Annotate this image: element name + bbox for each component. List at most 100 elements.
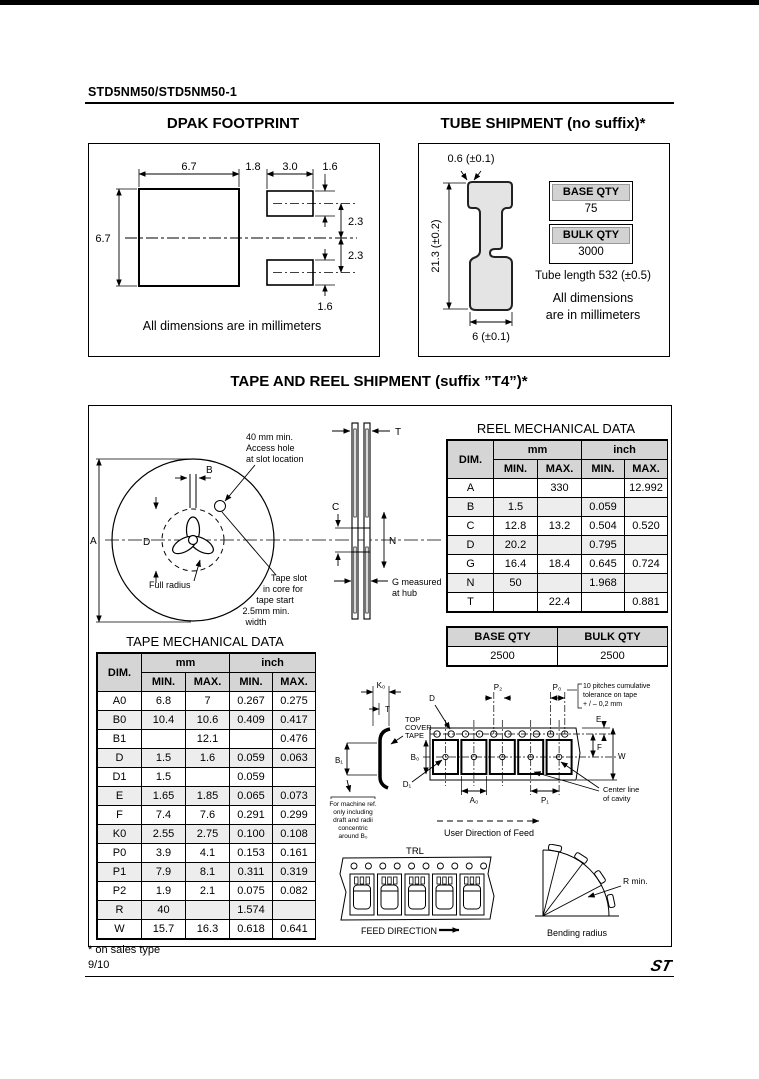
dim-cell: E — [97, 786, 142, 806]
inch-max-cell: 0.108 — [272, 824, 316, 844]
header-max: MAX. — [185, 672, 230, 692]
mm-max-cell — [537, 573, 582, 593]
pitch-note-2: tolerance on tape — [583, 692, 637, 699]
mm-max-cell: 1.85 — [185, 786, 230, 806]
mm-min-cell — [493, 592, 538, 612]
reel-drawing: A B D T C N 40 mm min. Access hole at sl… — [90, 422, 442, 627]
mm-min-cell: 50 — [493, 573, 538, 593]
mm-min-cell: 10.4 — [141, 710, 186, 730]
inch-max-cell — [272, 900, 316, 920]
mm-min-cell: 7.4 — [141, 805, 186, 825]
footprint-note: All dimensions are in millimeters — [143, 319, 322, 333]
mm-min-cell: 1.5 — [141, 748, 186, 768]
base-qty-label: BASE QTY — [552, 184, 630, 200]
dim-body-width: 6.7 — [181, 161, 196, 173]
mm-max-cell — [537, 497, 582, 517]
inch-max-cell — [624, 535, 668, 555]
mm-min-cell: 1.5 — [493, 497, 538, 517]
dim-cell: P0 — [97, 843, 142, 863]
dim-cell: A — [447, 478, 494, 498]
dim-pad-top-height: 1.6 — [322, 161, 337, 173]
tube-length-note: Tube length 532 (±0.5) — [535, 270, 651, 282]
g-measured-label-1: G measured — [392, 577, 442, 587]
mm-max-cell: 22.4 — [537, 592, 582, 612]
dim-body-height: 6.7 — [95, 233, 110, 245]
dim-cell: B — [447, 497, 494, 517]
header-max: MAX. — [272, 672, 316, 692]
mm-min-cell: 1.65 — [141, 786, 186, 806]
dim-cell: D — [447, 535, 494, 555]
tape-reel-box: A B D T C N 40 mm min. Access hole at sl… — [88, 405, 672, 947]
tape-reel-title: TAPE AND REEL SHIPMENT (suffix ”T4”)* — [230, 373, 528, 390]
footnote: * on sales type — [88, 944, 161, 956]
tube-box: 0.6 (±0.1) 21.3 (±0.2) 6 (±0.1) BASE QTY… — [418, 143, 670, 357]
dpak-footprint-drawing: 6.7 1.8 3.0 1.6 6.7 1.6 2.3 2.3 All dime… — [95, 161, 363, 333]
table-header-row: DIM. mm inch — [97, 653, 316, 692]
header-min: MIN. — [229, 672, 273, 692]
access-hole-note-1: 40 mm min. — [246, 432, 293, 442]
hub-label-c: C — [332, 502, 339, 513]
inch-min-cell: 0.059 — [581, 497, 625, 517]
label-w: W — [618, 752, 626, 761]
header-min: MIN. — [493, 459, 538, 479]
reel-label-d: D — [143, 537, 150, 548]
mm-max-cell: 2.75 — [185, 824, 230, 844]
dim-pitch-top: 2.3 — [348, 216, 363, 228]
reel-label-b: B — [206, 465, 213, 476]
carrier-tape-drawing: K₀ T D P₂ P₀ E F W B₁ B₀ D₁ A₀ P₁ TOP CO… — [329, 681, 650, 840]
dim-cell: D — [97, 748, 142, 768]
label-t: T — [385, 705, 390, 714]
table-row: 2500 2500 — [447, 646, 668, 666]
machine-note-2: only including — [333, 809, 373, 816]
tape-slot-note-5: width — [244, 617, 266, 627]
inch-min-cell: 0.291 — [229, 805, 273, 825]
mm-max-cell — [185, 900, 230, 920]
inch-min-cell: 0.504 — [581, 516, 625, 536]
feed-direction-note: User Direction of Feed — [444, 828, 534, 838]
tape-slot-note-1: Tape slot — [271, 573, 308, 583]
dim-cell: W — [97, 919, 142, 939]
full-radius-label: Full radius — [149, 580, 191, 590]
mm-max-cell: 10.6 — [185, 710, 230, 730]
inch-max-cell: 0.881 — [624, 592, 668, 612]
machine-note-5: around B₀ — [338, 833, 367, 840]
mm-max-cell: 8.1 — [185, 862, 230, 882]
top-cover-note-1: TOP — [405, 715, 420, 724]
dim-cell: R — [97, 900, 142, 920]
trl-strip-drawing: TRL FEED DIRECTION R min. Bending radius — [339, 844, 648, 938]
reel-table-title: REEL MECHANICAL DATA — [476, 421, 636, 436]
mm-max-cell: 16.3 — [185, 919, 230, 939]
doc-id: STD5NM50/STD5NM50-1 — [88, 85, 237, 99]
table-header-row: BASE QTY BULK QTY — [447, 627, 668, 647]
inch-max-cell — [272, 767, 316, 787]
dim-pad-width: 3.0 — [282, 161, 297, 173]
inch-max-cell: 0.476 — [272, 729, 316, 749]
mm-min-cell: 2.55 — [141, 824, 186, 844]
dim-cell: F — [97, 805, 142, 825]
dim-pad-bottom-height: 1.6 — [317, 301, 332, 313]
inch-max-cell: 0.641 — [272, 919, 316, 939]
tube-drawing: 0.6 (±0.1) 21.3 (±0.2) 6 (±0.1) — [430, 153, 513, 343]
header-rule — [85, 102, 674, 104]
label-a0: A₀ — [470, 796, 479, 805]
header-min: MIN. — [141, 672, 186, 692]
inch-max-cell: 0.063 — [272, 748, 316, 768]
machine-note-4: concentric — [338, 825, 368, 832]
tube-dim-width: 6 (±0.1) — [472, 331, 510, 343]
pitch-note-1: 10 pitches cumulative — [583, 683, 650, 690]
top-cover-note-3: TAPE — [405, 731, 424, 740]
inch-min-cell — [581, 592, 625, 612]
